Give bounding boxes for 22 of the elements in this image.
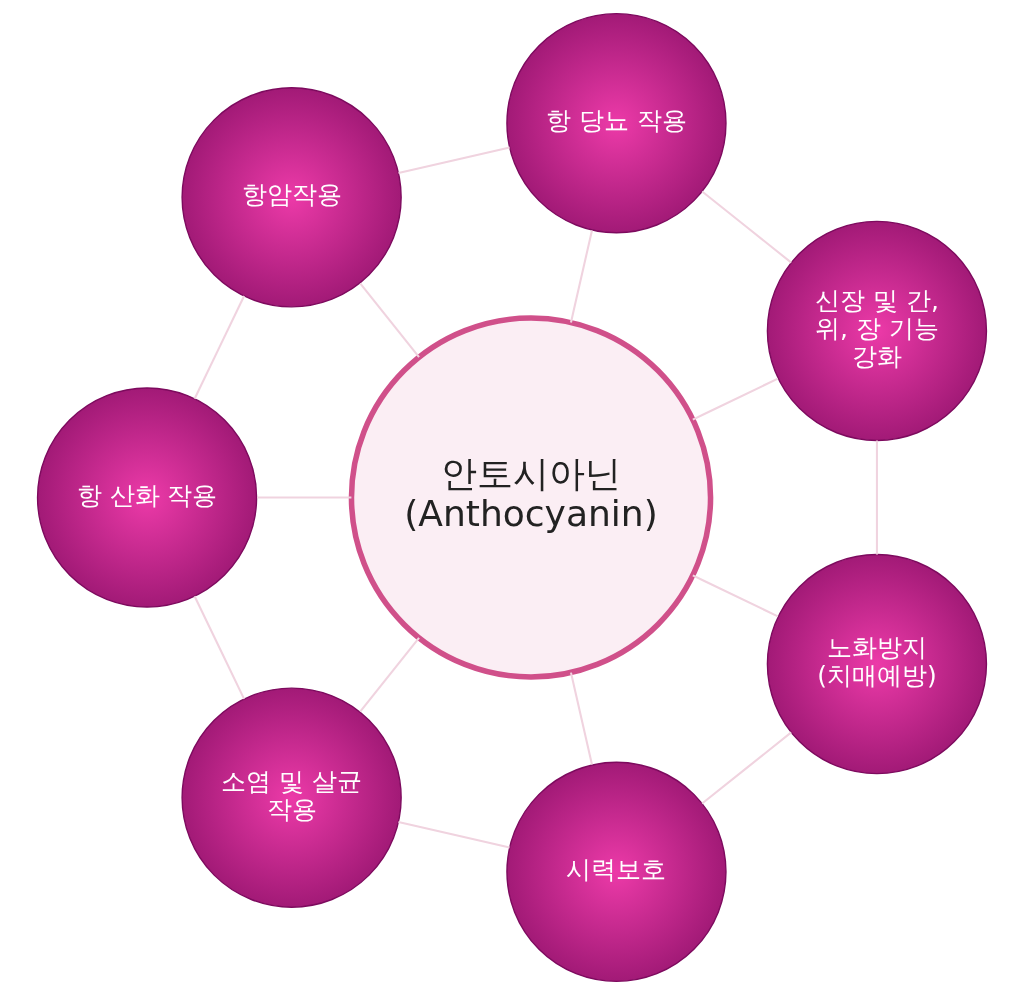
node-circle: 안토시아닌 (Anthocyanin)	[348, 315, 714, 680]
node-circle: 시력보호	[506, 761, 727, 983]
node-circle: 항암작용	[181, 87, 402, 308]
connector	[398, 821, 510, 849]
node-circle: 신장 및 간, 위, 장 기능 강화	[766, 220, 988, 442]
connector	[569, 672, 593, 765]
connector	[701, 190, 792, 264]
node-circle: 소염 및 살균 작용	[181, 687, 402, 908]
node-circle: 노화방지 (치매예방)	[766, 553, 988, 775]
connector	[398, 146, 510, 174]
connector	[359, 637, 420, 713]
connector	[569, 230, 593, 323]
connector	[692, 377, 779, 421]
connector	[193, 595, 245, 700]
node-circle: 항 산화 작용	[36, 387, 258, 608]
connector	[193, 295, 246, 400]
connector	[359, 282, 420, 358]
node-circle: 항 당뇨 작용	[506, 12, 727, 234]
connector	[875, 440, 878, 555]
connector	[701, 731, 792, 805]
connector	[257, 496, 352, 499]
connector	[692, 574, 779, 618]
